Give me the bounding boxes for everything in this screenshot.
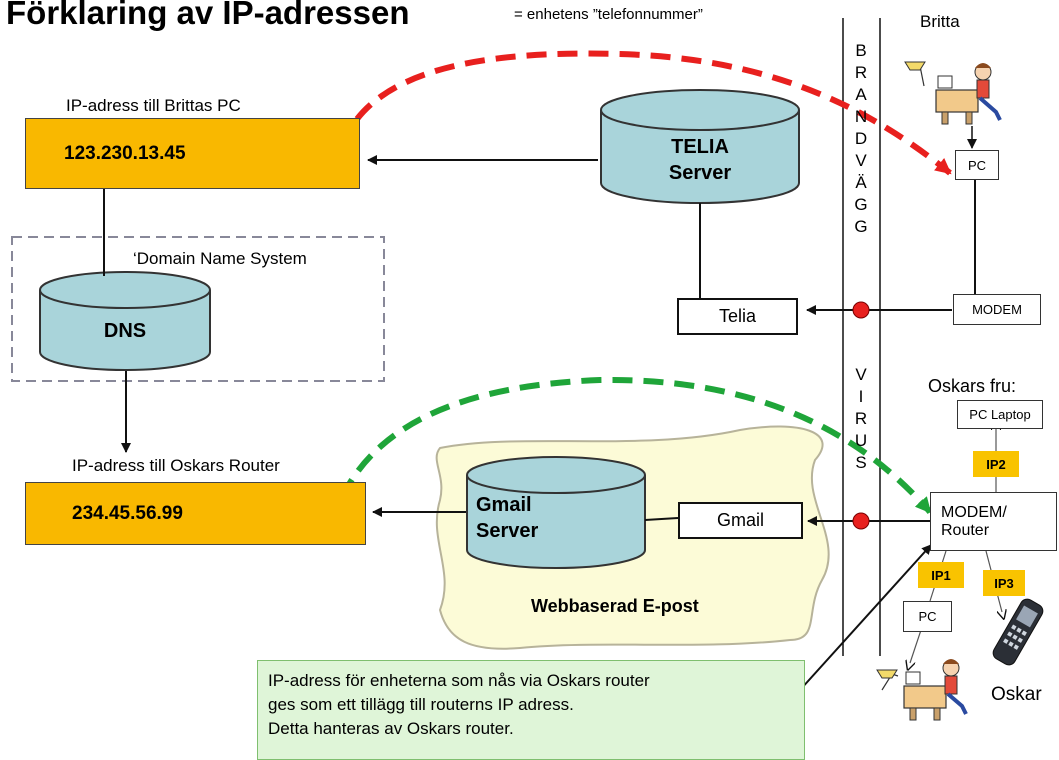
gmail-server-to-gmail-box-line — [644, 517, 679, 521]
page-title: Förklaring av IP-adressen — [6, 0, 410, 31]
virus-label: V I R U S — [854, 365, 868, 472]
modem-router-label-line1: MODEM/ — [941, 503, 1007, 521]
gmail-server-cylinder — [466, 456, 646, 569]
oskars-wife-label: Oskars fru: — [928, 376, 1017, 396]
ip3-badge: IP3 — [983, 570, 1025, 596]
dns-area-boundary — [11, 236, 385, 382]
note-line-1: IP-adress för enheterna som nås via Oska… — [268, 671, 650, 690]
gmail-box: Gmail — [678, 502, 803, 539]
webmail-area-label: Webbaserad E-post — [531, 596, 699, 616]
note-pointer-arrow — [799, 544, 932, 691]
telia-box-label: Telia — [718, 306, 757, 326]
modem-router-box: MODEM/ Router — [930, 492, 1057, 551]
telia-server-label: TELIA Server — [640, 134, 760, 186]
ip2-badge: IP2 — [973, 451, 1019, 477]
oskar-person-icon — [876, 659, 968, 721]
telia-server-cylinder — [600, 89, 800, 204]
oskar-pc-label: PC — [918, 609, 937, 624]
telia-server-label-line2: Server — [668, 162, 732, 184]
oskar-pc-box: PC — [903, 601, 952, 632]
britta-pc-label: PC — [967, 157, 987, 173]
gmail-server-label: Gmail Server — [476, 492, 560, 544]
britta-ip-box: 123.230.13.45 — [25, 118, 360, 189]
britta-ip-caption: IP-adress till Brittas PC — [66, 96, 241, 115]
britta-name: Britta — [920, 12, 960, 31]
laptop-label: PC Laptop — [969, 407, 1031, 422]
gmail-server-label-line2: Server — [476, 520, 539, 542]
firewall-block-telia — [852, 301, 870, 319]
explanation-note: IP-adress för enheterna som nås via Oska… — [257, 660, 805, 760]
note-line-2: ges som ett tillägg till routerns IP adr… — [268, 695, 574, 714]
firewall-block-gmail — [852, 512, 870, 530]
oskar-name: Oskar — [991, 684, 1042, 705]
firewall-label: B R A N D V Ä G G — [854, 41, 868, 236]
mobile-phone-icon — [992, 598, 1044, 666]
britta-modem-box: MODEM — [953, 294, 1041, 325]
modem-router-label-line2: Router — [941, 521, 990, 539]
dns-cylinder — [39, 271, 211, 371]
telia-server-label-line1: TELIA — [671, 136, 729, 158]
britta-ip-value: 123.230.13.45 — [64, 142, 186, 164]
telia-box: Telia — [677, 298, 798, 335]
britta-person-icon — [904, 61, 1002, 125]
dns-area-label: ‘Domain Name System — [133, 249, 307, 268]
oskar-ip-value: 234.45.56.99 — [72, 502, 183, 524]
page-subtitle: = enhetens ”telefonnummer” — [514, 6, 703, 23]
ip1-badge: IP1 — [918, 562, 964, 588]
gmail-server-label-line1: Gmail — [476, 494, 532, 516]
gmail-box-label: Gmail — [716, 510, 764, 530]
note-line-3: Detta hanteras av Oskars router. — [268, 719, 514, 738]
britta-pc-box: PC — [955, 150, 999, 180]
green-dashed-route-arrow — [339, 376, 933, 514]
britta-modem-label: MODEM — [972, 302, 1022, 317]
red-dashed-route-arrow — [339, 50, 952, 176]
oskar-pc-to-person-line — [910, 629, 922, 663]
dns-cylinder-label: DNS — [103, 320, 147, 342]
oskar-ip-caption: IP-adress till Oskars Router — [72, 456, 280, 475]
oskar-ip-box: 234.45.56.99 — [25, 482, 366, 545]
laptop-box: PC Laptop — [957, 400, 1043, 429]
